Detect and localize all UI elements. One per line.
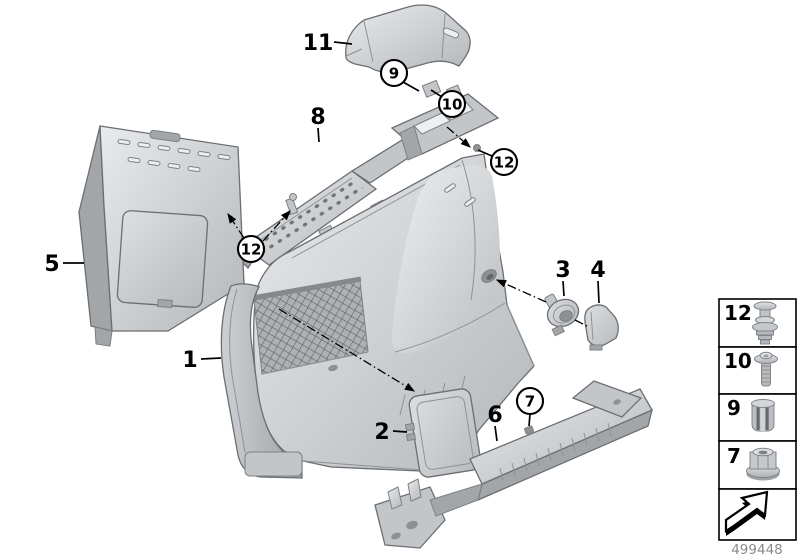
callout-11[interactable]: 11 <box>303 31 353 56</box>
callout-label[interactable]: 4 <box>590 258 605 283</box>
part-3-socket <box>544 293 580 337</box>
callout-9[interactable]: 9 <box>379 58 420 92</box>
callout-4[interactable]: 4 <box>590 258 606 304</box>
callout-label[interactable]: 10 <box>442 96 463 114</box>
pillar-trim <box>220 283 303 479</box>
rail-hump <box>571 380 643 418</box>
legend-row-10[interactable]: 10 <box>718 346 797 395</box>
legend-row-12[interactable]: 12 <box>718 298 797 348</box>
callout-12-left[interactable]: 12 <box>236 234 266 264</box>
callout-label[interactable]: 12 <box>494 154 515 172</box>
direction-arrow-icon <box>724 490 769 536</box>
callout-label[interactable]: 8 <box>310 105 325 130</box>
part-11-cover <box>345 4 471 74</box>
diagram-code: 499448 <box>731 542 783 558</box>
locator-lines <box>227 126 590 392</box>
part-6-sill-trim <box>374 380 653 549</box>
legend-label: 10 <box>724 349 752 373</box>
callout-3[interactable]: 3 <box>555 258 571 297</box>
callout-label[interactable]: 9 <box>389 65 399 83</box>
callout-5[interactable]: 5 <box>44 252 84 277</box>
callout-12-right[interactable]: 12 <box>477 147 519 177</box>
part-5-side-trim-panel <box>78 125 245 347</box>
legend-label: 7 <box>727 444 741 468</box>
grommet-hole <box>481 269 497 283</box>
self-tapping-screw-icon <box>754 351 778 387</box>
callout-6[interactable]: 6 <box>487 403 503 442</box>
screw-hole <box>523 425 535 435</box>
callout-7[interactable]: 7 <box>515 386 545 427</box>
expanding-rivet-icon <box>752 301 778 345</box>
plastic-nut-icon <box>746 447 780 481</box>
fastener-legend: 12 10 9 <box>718 298 797 558</box>
vent-slots <box>117 138 231 173</box>
callout-label[interactable]: 5 <box>44 252 59 277</box>
cover-slot <box>442 27 460 39</box>
legend-label: 12 <box>724 301 752 325</box>
legend-row-7[interactable]: 7 <box>718 440 797 490</box>
access-flap <box>116 210 209 308</box>
callout-label[interactable]: 6 <box>487 403 502 428</box>
callout-10[interactable]: 10 <box>430 89 467 119</box>
part-4-cap <box>584 304 619 351</box>
callout-label[interactable]: 12 <box>241 241 262 259</box>
callout-label[interactable]: 1 <box>182 348 197 373</box>
legend-direction-box[interactable] <box>718 488 797 541</box>
legend-row-9[interactable]: 9 <box>718 393 797 442</box>
legend-label: 9 <box>727 396 741 420</box>
callout-label[interactable]: 3 <box>555 258 570 283</box>
callout-1[interactable]: 1 <box>182 348 222 373</box>
callout-2[interactable]: 2 <box>374 420 408 445</box>
part-2-flap <box>405 388 482 478</box>
callout-label[interactable]: 2 <box>374 420 389 445</box>
expansion-nut-icon <box>751 399 775 432</box>
callout-label[interactable]: 11 <box>303 31 334 56</box>
clip-stud-mid <box>285 193 299 216</box>
callout-label[interactable]: 7 <box>525 393 535 411</box>
callout-8[interactable]: 8 <box>310 105 326 143</box>
handle-slot <box>149 129 181 143</box>
